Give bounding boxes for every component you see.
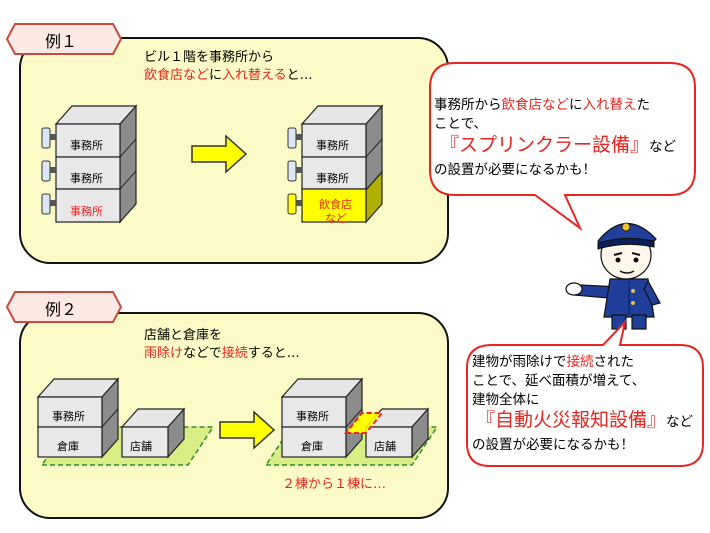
caption-text: に [209, 68, 223, 83]
bubble2-emphasis: 『自動火災報知設備』 [476, 409, 667, 431]
bubble-text: た [636, 97, 651, 113]
example2-after-lower: 倉庫 [301, 440, 323, 453]
example1-building-after [287, 104, 384, 224]
example1-before-floor1: 事務所 [70, 205, 103, 218]
bubble-text: 建物が雨除けで [472, 354, 567, 370]
example2-buildings-after [264, 377, 439, 466]
example2-result-note: ２棟から１棟に… [282, 477, 387, 492]
bubble-text: など [666, 414, 694, 430]
bubble-highlight: 飲食店など [501, 97, 570, 113]
example1-after-floor2: 事務所 [316, 172, 349, 185]
bubble-highlight: 接続 [566, 354, 594, 370]
police-officer-mascot [565, 222, 661, 330]
bubble-text: に [569, 97, 583, 113]
example1-before-floor3: 事務所 [70, 139, 103, 152]
bubble2-line3: 建物全体に [472, 392, 540, 408]
example2-tab [5, 291, 123, 323]
example1-after-floor3: 事務所 [316, 139, 349, 152]
bubble1-emphasis: 『スプリンクラー設備』 [440, 134, 650, 156]
bubble1-line2: ことで、 [434, 116, 488, 132]
bubble2-line1: 建物が雨除けで接続された [472, 350, 634, 370]
example2-arrow [219, 410, 276, 450]
example2-after-upper: 事務所 [296, 410, 329, 423]
example1-tab-label: 例１ [45, 32, 78, 51]
bubble-text: など [649, 139, 677, 155]
example2-before-lower: 倉庫 [57, 440, 79, 453]
bubble-text: された [593, 354, 635, 370]
bubble2-line2: ことで、延べ面積が増えて、 [472, 373, 646, 389]
example2-after-shop: 店舗 [374, 440, 396, 453]
example1-tab [5, 23, 123, 55]
example1-caption-line2: 飲食店などに入れ替えると… [144, 64, 313, 83]
example2-before-upper: 事務所 [52, 410, 85, 423]
caption-text: すると… [247, 346, 300, 361]
bubble2-line5: の設置が必要になるかも！ [472, 437, 634, 453]
bubble1-line4: の設置が必要になるかも！ [434, 162, 596, 178]
example1-after-ground-line1: 飲食店 [319, 198, 352, 211]
example1-arrow [191, 134, 248, 174]
example1-building-before [41, 104, 138, 224]
example2-caption-line1: 店舗と倉庫を [144, 328, 223, 343]
example2-buildings-before [36, 377, 215, 466]
caption-highlight: 飲食店など [144, 68, 210, 83]
bubble1-line3: 『スプリンクラー設備』など [440, 130, 676, 157]
caption-highlight: 接続 [221, 346, 248, 361]
example1-before-floor2: 事務所 [70, 172, 103, 185]
bubble-highlight: 入れ替え [582, 97, 637, 113]
caption-highlight: 雨除け [144, 346, 184, 361]
example1-caption-line1: ビル１階を事務所から [144, 50, 275, 65]
example2-before-shop: 店舗 [130, 440, 152, 453]
caption-text: と… [286, 68, 313, 83]
caption-text: などで [183, 346, 222, 361]
example2-caption-line2: 雨除けなどで接続すると… [144, 342, 300, 361]
example1-after-ground-line2: など [325, 212, 347, 225]
bubble1-line1: 事務所から飲食店などに入れ替えた [434, 93, 650, 113]
bubble-text: 事務所から [434, 97, 502, 113]
caption-highlight: 入れ替える [222, 68, 287, 83]
example2-tab-label: 例２ [45, 300, 78, 319]
bubble2-line4: 『自動火災報知設備』など [476, 405, 693, 432]
